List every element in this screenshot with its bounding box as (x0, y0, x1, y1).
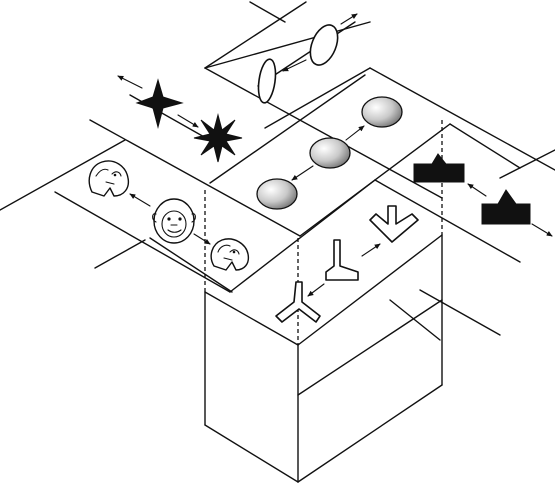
block-edge (298, 385, 442, 482)
black-peaked-block-icon (482, 190, 530, 224)
sphere-arrow (346, 126, 364, 140)
shaded-sphere-icon (362, 97, 402, 127)
figure-arrow (308, 284, 324, 296)
layer-edge (150, 238, 232, 292)
stripe-line (205, 2, 306, 68)
black-peaked-block-icon (414, 154, 464, 182)
sphere-arrow (292, 166, 313, 180)
sphere-row (257, 97, 402, 209)
block-arrow (532, 224, 552, 236)
monkey-face-front-icon (153, 199, 196, 243)
t-shape-icon (326, 240, 358, 280)
layer-edge (210, 75, 365, 183)
layer-edge (265, 68, 370, 128)
shaded-sphere-icon (310, 138, 350, 168)
vertical-ellipse-icon (256, 58, 278, 104)
monkey-row (89, 161, 248, 270)
star-arrow (118, 76, 142, 88)
layer-edge (0, 140, 125, 210)
monkey-head-turned-icon (211, 239, 248, 270)
monkey-arrow (194, 234, 210, 244)
block-arrow (468, 184, 486, 196)
figure-arrow (362, 244, 380, 256)
layer-edge (420, 290, 500, 335)
black-block-pair (414, 154, 552, 236)
monkey-arrow (130, 194, 150, 206)
layer-edge (450, 124, 520, 168)
stripe-line (205, 22, 370, 68)
star-pair (118, 76, 242, 162)
star-arrow (178, 115, 198, 127)
block-edge (298, 300, 442, 395)
tilted-ellipse-icon (305, 21, 343, 69)
eight-point-star-icon (194, 115, 242, 162)
monkey-head-profile-icon (89, 161, 128, 196)
layer-edge (95, 240, 145, 268)
layer-stripes (0, 2, 555, 340)
column-block (205, 120, 442, 482)
arrow-down-shape-icon (370, 206, 418, 242)
shaded-sphere-icon (257, 179, 297, 209)
block-edge (205, 425, 298, 482)
